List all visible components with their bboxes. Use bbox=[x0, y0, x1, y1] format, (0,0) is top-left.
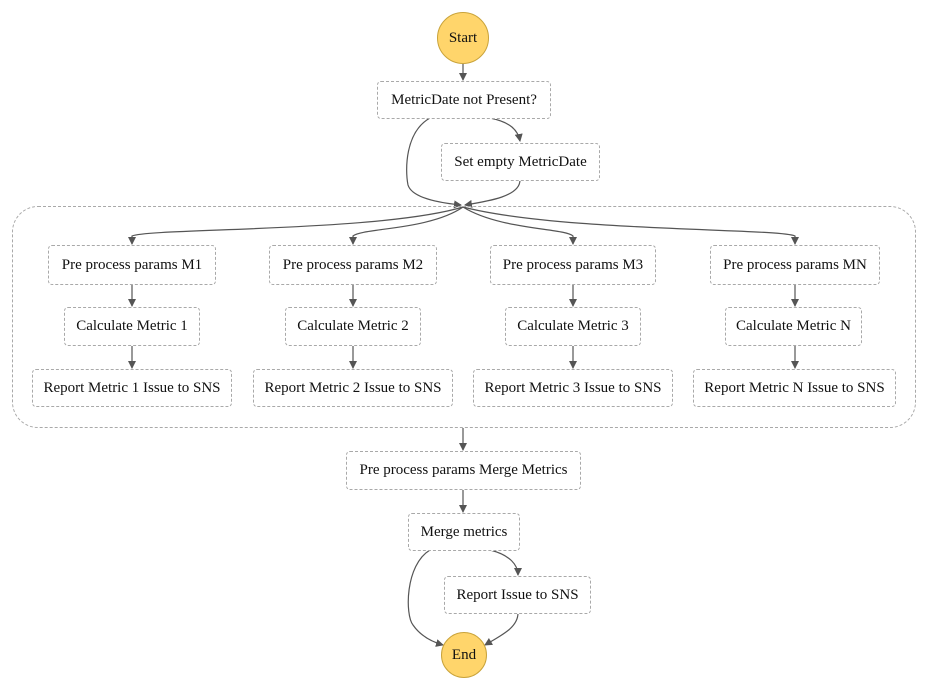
edge-merge-end bbox=[407, 549, 444, 647]
calculate-metric-n-node[interactable]: Calculate Metric N bbox=[725, 307, 862, 346]
edge-check-parallel bbox=[406, 117, 462, 209]
report-metric-n-node[interactable]: Report Metric N Issue to SNS bbox=[693, 369, 896, 407]
preprocess-m3-node[interactable]: Pre process params M3 bbox=[490, 245, 656, 285]
calculate-metric-1-node[interactable]: Calculate Metric 1 bbox=[64, 307, 200, 346]
start-node[interactable]: Start bbox=[437, 12, 489, 64]
calculate-metric-2-label: Calculate Metric 2 bbox=[297, 318, 409, 334]
report-metric-1-label: Report Metric 1 Issue to SNS bbox=[43, 379, 221, 396]
preprocess-merge-label: Pre process params Merge Metrics bbox=[359, 462, 568, 478]
preprocess-m3-label: Pre process params M3 bbox=[502, 256, 644, 273]
start-label: Start bbox=[448, 29, 478, 46]
report-metric-2-node[interactable]: Report Metric 2 Issue to SNS bbox=[253, 369, 453, 407]
report-metric-2-label: Report Metric 2 Issue to SNS bbox=[264, 379, 442, 396]
calculate-metric-1-label: Calculate Metric 1 bbox=[76, 318, 188, 334]
merge-metrics-node[interactable]: Merge metrics bbox=[408, 513, 520, 551]
preprocess-m2-label: Pre process params M2 bbox=[282, 256, 424, 273]
edge-fan-m3 bbox=[462, 206, 577, 245]
calculate-metric-3-label: Calculate Metric 3 bbox=[517, 318, 629, 334]
calculate-metric-2-node[interactable]: Calculate Metric 2 bbox=[285, 307, 421, 346]
check-metric-date-label: MetricDate not Present? bbox=[391, 91, 537, 108]
preprocess-m1-label: Pre process params M1 bbox=[61, 256, 203, 273]
edge-fan-m2 bbox=[349, 206, 464, 245]
preprocess-mn-node[interactable]: Pre process params MN bbox=[710, 245, 880, 285]
calculate-metric-n-label: Calculate Metric N bbox=[736, 318, 851, 334]
end-label: End bbox=[451, 646, 477, 663]
edge-check-set-empty bbox=[489, 117, 523, 142]
preprocess-m1-node[interactable]: Pre process params M1 bbox=[48, 245, 216, 285]
edge-merge-report-issue bbox=[489, 549, 522, 576]
preprocess-merge-node[interactable]: Pre process params Merge Metrics bbox=[346, 451, 581, 490]
preprocess-mn-label: Pre process params MN bbox=[723, 256, 867, 273]
calculate-metric-3-node[interactable]: Calculate Metric 3 bbox=[505, 307, 641, 346]
report-metric-3-label: Report Metric 3 Issue to SNS bbox=[484, 379, 662, 396]
check-metric-date-node[interactable]: MetricDate not Present? bbox=[377, 81, 551, 119]
edge-report-issue-end bbox=[484, 612, 519, 646]
parallel-state-group bbox=[12, 206, 916, 428]
set-empty-metric-date-node[interactable]: Set empty MetricDate bbox=[441, 143, 600, 181]
edge-set-empty-parallel bbox=[464, 179, 521, 208]
edge-fan-m1 bbox=[128, 206, 464, 245]
report-metric-3-node[interactable]: Report Metric 3 Issue to SNS bbox=[473, 369, 673, 407]
report-metric-1-node[interactable]: Report Metric 1 Issue to SNS bbox=[32, 369, 232, 407]
edge-fan-mn bbox=[462, 206, 799, 245]
set-empty-metric-date-label: Set empty MetricDate bbox=[454, 153, 587, 170]
report-issue-label: Report Issue to SNS bbox=[456, 586, 579, 603]
end-node[interactable]: End bbox=[441, 632, 487, 678]
preprocess-m2-node[interactable]: Pre process params M2 bbox=[269, 245, 437, 285]
merge-metrics-label: Merge metrics bbox=[420, 523, 508, 540]
report-issue-node[interactable]: Report Issue to SNS bbox=[444, 576, 591, 614]
report-metric-n-label: Report Metric N Issue to SNS bbox=[704, 379, 885, 396]
